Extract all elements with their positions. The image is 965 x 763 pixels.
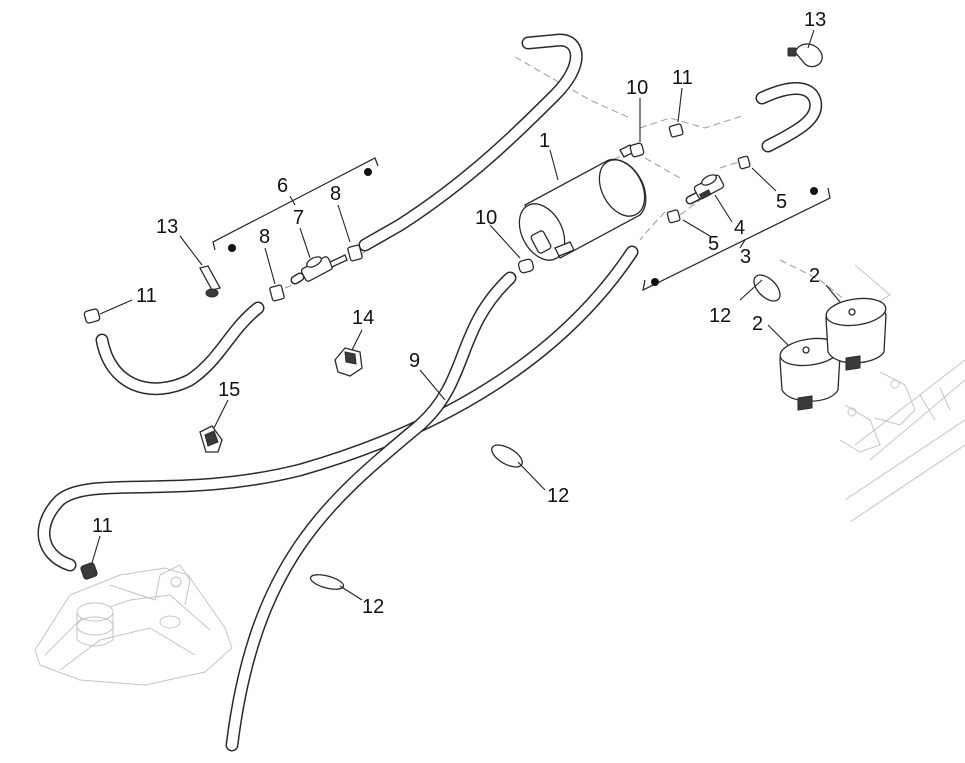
callout-3: 3 [740,246,751,268]
canister-clamp-1 [779,337,841,411]
fuel-tank-ghost [34,564,233,686]
callout-10a: 10 [626,77,648,99]
callout-14: 14 [352,307,374,329]
leader-lines [91,29,841,601]
callout-4: 4 [734,217,745,239]
callout-12b: 12 [547,485,569,507]
callout-8b: 8 [330,183,341,205]
callout-12c: 12 [362,596,384,618]
callout-2a: 2 [809,265,820,287]
callout-11c: 11 [92,515,113,537]
callout-15: 15 [218,379,240,401]
callout-6: 6 [277,175,288,197]
canister-clamp-2 [825,297,887,371]
spring-clamps [199,43,823,298]
kit-3-bracket [642,187,831,292]
callout-5b: 5 [708,233,719,255]
lower-left-hose [95,301,265,396]
callout-9: 9 [409,350,420,372]
callout-13b: 13 [156,216,178,238]
carbon-canister [518,144,647,261]
fastener-clip-14 [334,347,363,377]
hose-sleeves [80,123,751,580]
check-valve-right [693,174,725,200]
callout-labels: 1 2 2 3 4 5 5 6 7 8 8 9 10 10 11 11 11 1… [92,9,826,618]
callout-7: 7 [293,207,304,229]
callout-13a: 13 [804,9,826,31]
kit-6-bracket [212,157,379,252]
fastener-clip-15 [199,425,223,453]
callout-11a: 11 [672,67,693,89]
callout-10b: 10 [475,207,497,229]
upper-vent-hose [358,33,583,252]
callout-1: 1 [539,130,550,152]
callout-8a: 8 [259,226,270,248]
check-valve-left [300,254,348,282]
right-u-hose [755,82,823,153]
frame-tube-ghost [829,264,965,523]
long-vent-hose [37,245,639,752]
callout-12a: 12 [709,305,731,327]
hose-clips [309,274,781,590]
callout-11b: 11 [136,285,157,307]
callout-5a: 5 [776,191,787,213]
callout-2b: 2 [752,313,763,335]
